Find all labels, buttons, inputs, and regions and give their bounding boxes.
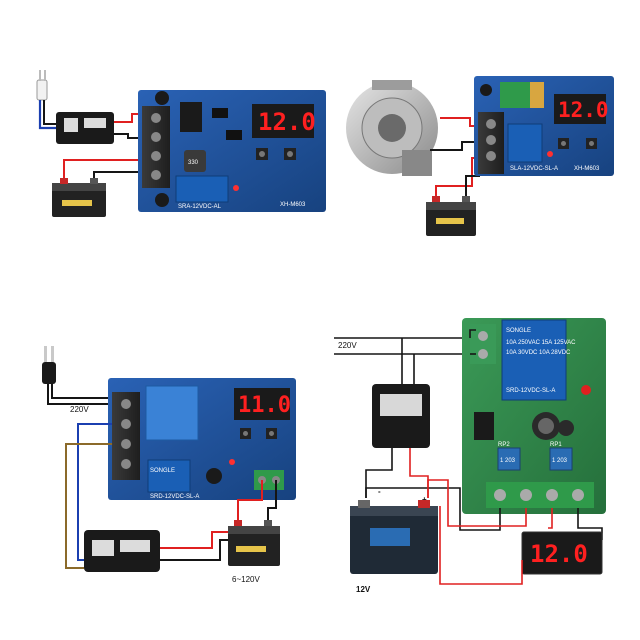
alternator-icon: [346, 80, 438, 176]
relay-label: SRD-12VDC-SL-A: [150, 494, 199, 500]
power-adapter: [56, 112, 114, 144]
led-display: [252, 104, 314, 138]
pot-rp2-code: 1 203: [500, 458, 516, 464]
battery-icon: [228, 520, 280, 566]
inductor-code: 330: [188, 160, 199, 166]
display-reading: 12.0: [258, 108, 316, 136]
relay-brand: SONGLE: [506, 328, 531, 334]
relay-label: SRA-12VDC-AL: [178, 204, 222, 210]
voltmeter-reading: 12.0: [530, 540, 588, 568]
charger-module-board: SONGLE SRD-12VDC-SL-A 11.0: [108, 378, 296, 500]
input-voltage-label: 220V: [70, 405, 89, 414]
led-display: [234, 388, 290, 420]
power-adapter: [372, 384, 430, 448]
charger-module-board: SONGLE 10A 250VAC 15A 125VAC 10A 30VDC 1…: [462, 318, 606, 514]
charger-module-board: 330 12.0 SRA-12VDC-AL XH-M603: [138, 90, 326, 212]
pot-rp2-label: RP2: [498, 442, 510, 448]
board-model: XH-M603: [574, 166, 600, 172]
relay-label: SLA-12VDC-SL-A: [510, 166, 558, 172]
relay-rating-dc: 10A 30VDC 10A 28VDC: [506, 350, 571, 356]
pot-rp2[interactable]: [497, 447, 521, 471]
battery-icon: [52, 178, 106, 217]
input-voltage-label: 220V: [338, 341, 357, 350]
panel-top-left: 330 12.0 SRA-12VDC-AL XH-M603: [36, 70, 326, 217]
board-model: XH-M603: [280, 202, 306, 208]
panel-bottom-right: 220V - + 12V SON: [334, 318, 606, 594]
external-voltmeter: 12.0: [521, 531, 603, 575]
pot-rp1-label: RP1: [550, 442, 562, 448]
power-plug-icon: [36, 70, 48, 101]
battery-icon: [426, 196, 476, 236]
panel-bottom-left: 220V SONGLE SRD-12VDC-SL-A 11.0: [42, 346, 296, 584]
pot-rp1[interactable]: [549, 447, 573, 471]
negative-terminal-label: -: [378, 487, 381, 496]
charger-module-board: SLA-12VDC-SL-A 12.0 XH-M603: [474, 76, 614, 176]
positive-terminal-label: +: [422, 495, 427, 504]
battery-voltage-range: 6~120V: [232, 575, 260, 584]
pot-rp1-code: 1 203: [552, 458, 568, 464]
led-display: [554, 94, 606, 124]
panel-top-right: SLA-12VDC-SL-A 12.0 XH-M603: [346, 76, 614, 236]
battery-voltage-label: 12V: [356, 585, 371, 594]
power-plug-icon: [42, 346, 56, 384]
battery-icon: [350, 500, 438, 574]
relay-brand: SONGLE: [150, 468, 175, 474]
relay-label: SRD-12VDC-SL-A: [506, 388, 555, 394]
display-reading: 12.0: [558, 98, 609, 122]
charger-adapter: [84, 530, 160, 572]
display-reading: 11.0: [238, 393, 291, 418]
relay-rating-ac: 10A 250VAC 15A 125VAC: [506, 340, 576, 346]
